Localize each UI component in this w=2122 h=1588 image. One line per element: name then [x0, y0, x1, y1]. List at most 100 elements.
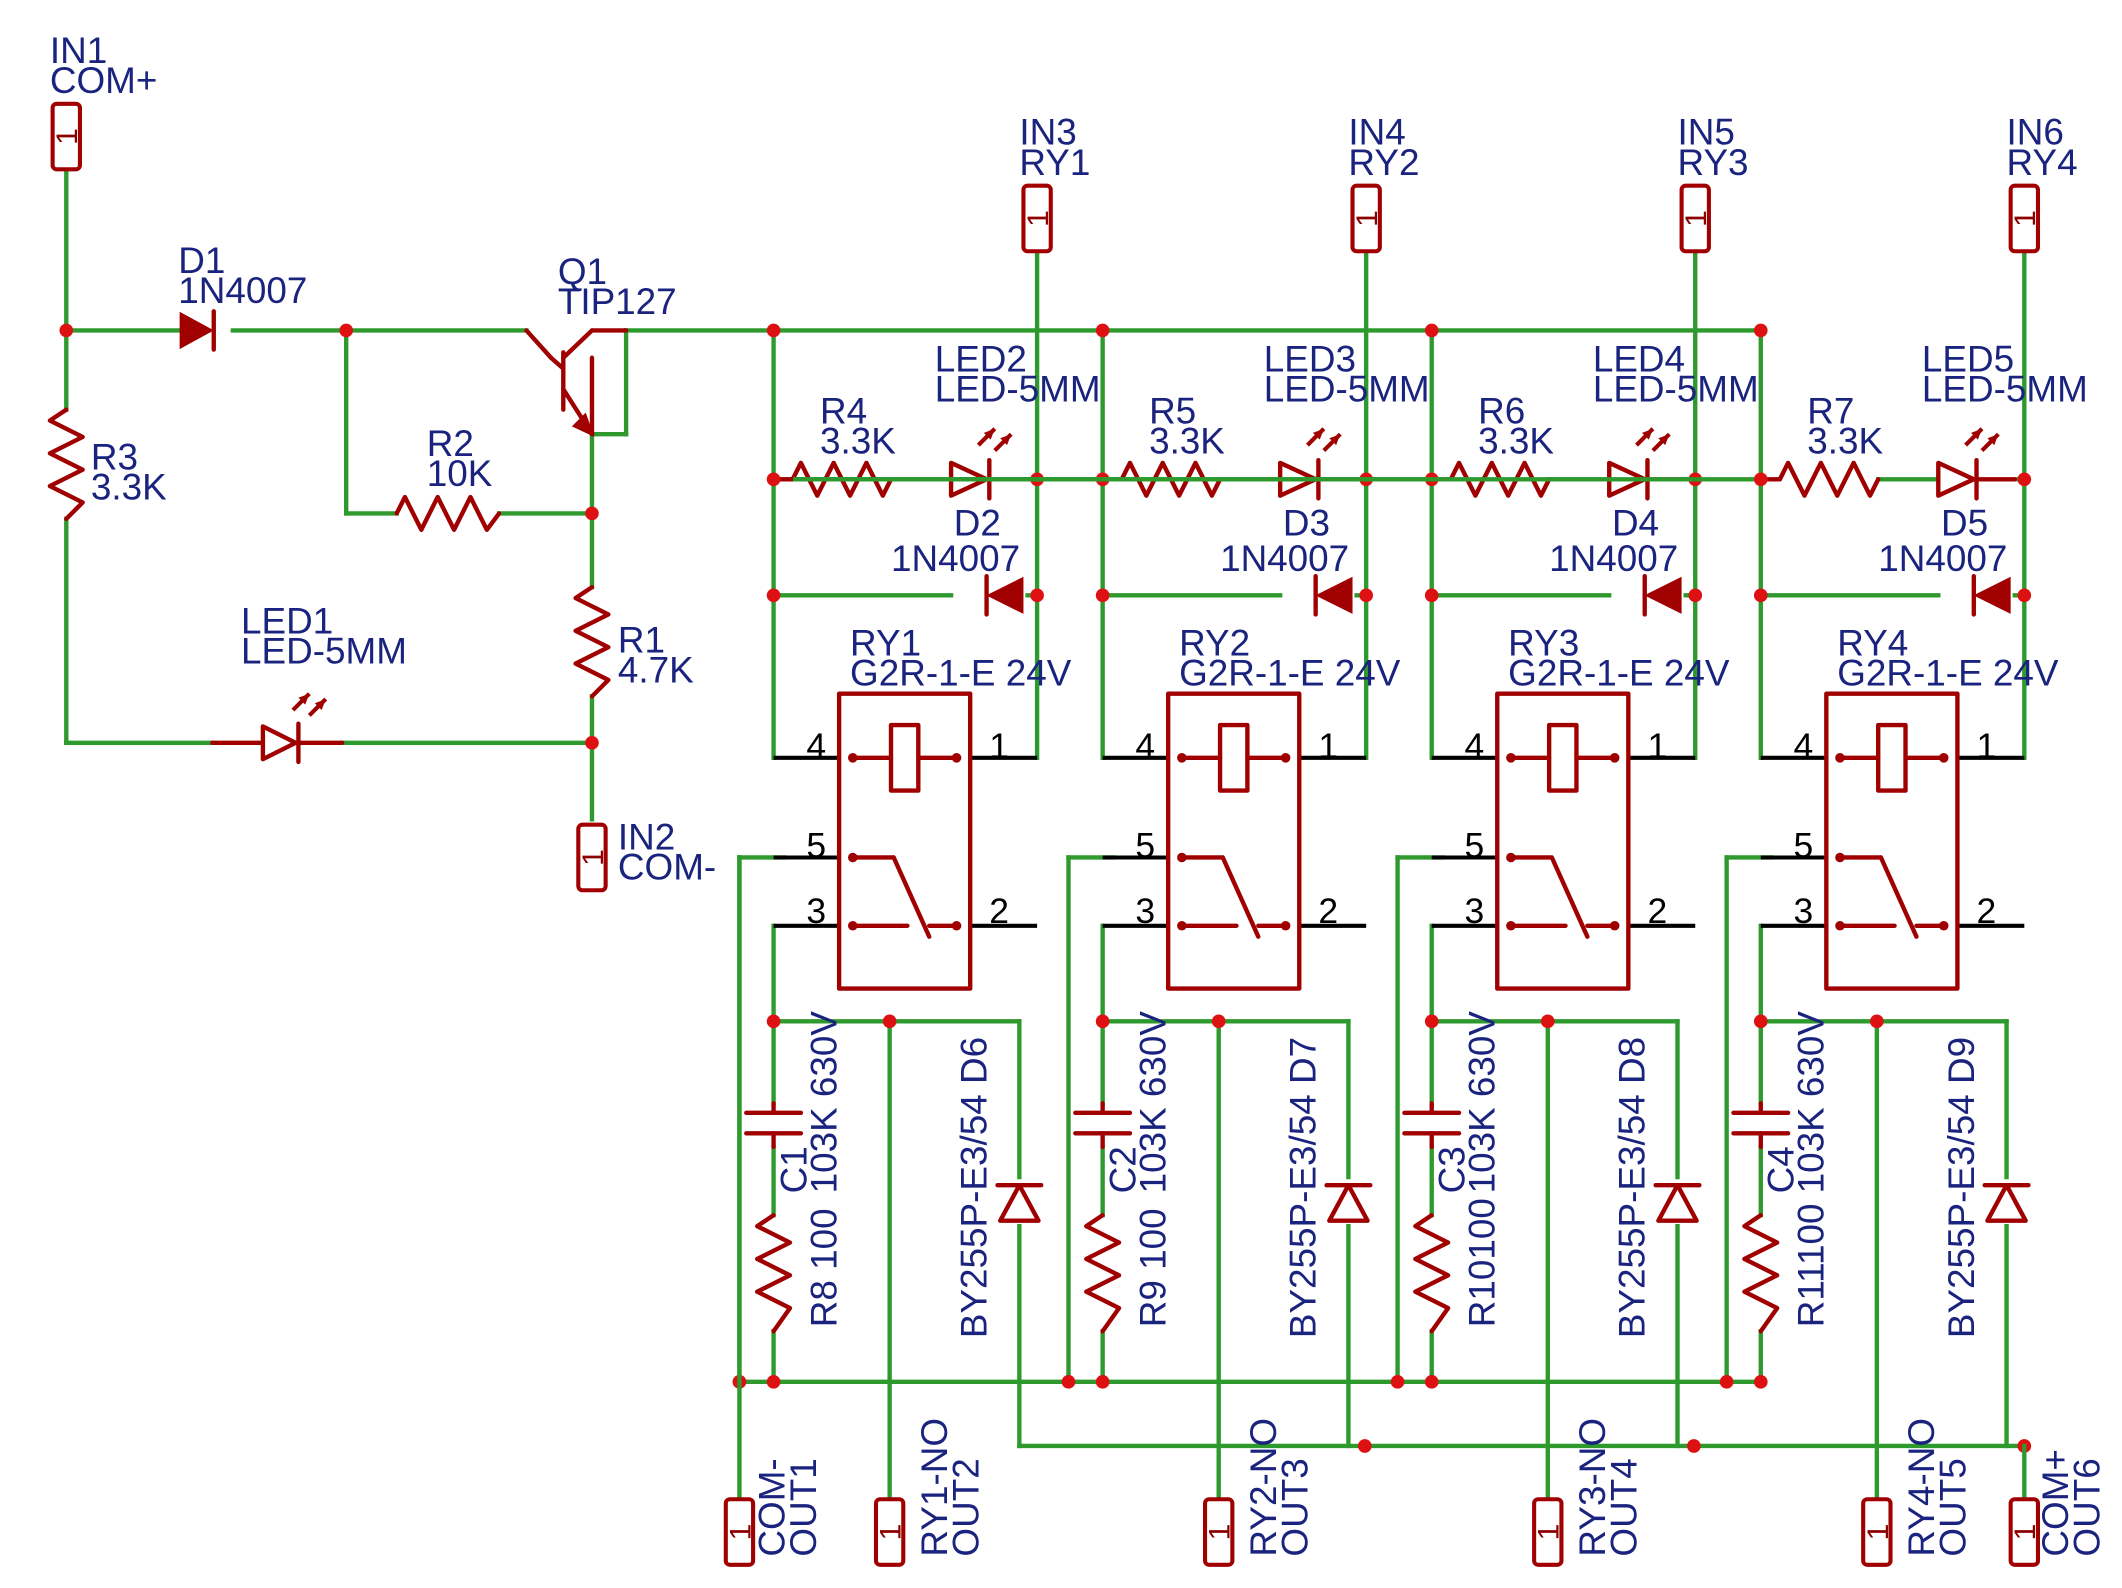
led-value: LED-5MM	[1922, 368, 2088, 409]
tvs-label: BY255P-E3/54 D8	[1612, 1037, 1653, 1338]
snubber-resistor-label: R8 100	[803, 1208, 844, 1327]
diode-value: 1N4007	[1549, 538, 1678, 579]
tvs-label: BY255P-E3/54 D9	[1941, 1037, 1982, 1338]
connector-in1-pin: 1	[51, 128, 84, 145]
resistor-name: R4	[820, 390, 867, 431]
connector-out6[interactable]: 1 COM+ OUT6	[2009, 1443, 2107, 1565]
connector-in2[interactable]: 1 IN2 COM-	[577, 816, 716, 890]
connector-out2[interactable]: 1 RY1-NO OUT2	[875, 1418, 987, 1565]
connector-in1[interactable]: 1 IN1 COM+	[50, 30, 158, 170]
connector-out5[interactable]: 1 RY4-NO OUT5	[1862, 1418, 1974, 1565]
relay-pin-3: 3	[1464, 891, 1484, 931]
connector-in4[interactable]: 1 IN4 RY2	[1348, 112, 1419, 252]
connector-out3-name: OUT3	[1274, 1458, 1315, 1556]
diode-tvs[interactable]: BY255P-E3/54 D7	[1283, 1037, 1373, 1338]
connector-in6[interactable]: 1 IN6 RY4	[2007, 112, 2078, 252]
resistor-r2-name: R2	[427, 423, 474, 464]
resistor-r3[interactable]: R3 3.3K	[47, 407, 167, 522]
diode-name: D3	[1283, 502, 1330, 543]
connector-in2-value: COM-	[618, 846, 716, 887]
led-led1[interactable]: LED1 LED-5MM	[210, 601, 407, 765]
connector-in2-name: IN2	[618, 816, 675, 857]
connector-out5-name: OUT5	[1933, 1458, 1974, 1556]
resistor-value: 3.3K	[820, 420, 896, 461]
relay-name: RY1	[850, 622, 921, 663]
resistor-r1[interactable]: R1 4.7K	[573, 584, 695, 699]
connector-out6-value: COM+	[2035, 1449, 2076, 1557]
capacitor-value: 103K 630V	[1132, 1011, 1173, 1194]
diode-d1[interactable]: D1 1N4007	[178, 240, 307, 352]
connector-in5-value: RY3	[1677, 142, 1748, 183]
relay-pin-2: 2	[1977, 891, 1997, 931]
connector-in5[interactable]: 1 IN5 RY3	[1677, 112, 1749, 252]
connector-in3-value: RY1	[1019, 142, 1090, 183]
resistor-indicator[interactable]: R43.3K	[771, 390, 897, 498]
connector-out1-name: OUT1	[783, 1458, 824, 1556]
connector-in6-name: IN6	[2007, 112, 2064, 153]
diode-tvs[interactable]: BY255P-E3/54 D8	[1612, 1037, 1702, 1338]
connector-out3-value: RY2-NO	[1243, 1418, 1284, 1557]
relay-pin-4: 4	[806, 726, 826, 766]
led-name: LED4	[1593, 338, 1685, 379]
resistor-snubber[interactable]: R9 100	[1084, 1208, 1173, 1334]
connector-out3[interactable]: 1 RY2-NO OUT3	[1204, 1418, 1316, 1565]
transistor-q1-name: Q1	[558, 251, 607, 292]
resistor-snubber[interactable]: R11100	[1742, 1204, 1832, 1334]
resistor-indicator[interactable]: R73.3K	[1758, 390, 1884, 498]
relay-pin-2: 2	[989, 891, 1009, 931]
led-name: LED2	[935, 338, 1027, 379]
connector-in3[interactable]: 1 IN3 RY1	[1019, 112, 1090, 252]
channel-junctions	[732, 323, 1044, 1389]
resistor-r2[interactable]: R2 10K	[394, 423, 502, 532]
connector-out4-name: OUT4	[1604, 1458, 1645, 1556]
connector-in4-pin: 1	[1351, 210, 1384, 227]
resistor-r1-value: 4.7K	[618, 650, 694, 691]
resistor-snubber[interactable]: R10100	[1413, 1198, 1503, 1334]
connector-in3-name: IN3	[1019, 112, 1076, 153]
diode-tvs[interactable]: BY255P-E3/54 D9	[1941, 1037, 2031, 1338]
tvs-label: BY255P-E3/54 D6	[954, 1037, 995, 1338]
relay-pin-5: 5	[1794, 825, 1814, 865]
relay-leads	[773, 755, 1038, 928]
diode-d1-value: 1N4007	[178, 270, 307, 311]
relay-pin-5: 5	[1135, 825, 1155, 865]
connector-out1[interactable]: 1 COM- OUT1	[724, 855, 824, 1564]
connector-out4[interactable]: 1 RY3-NO OUT4	[1533, 1418, 1645, 1565]
snubber-resistor-label: R11100	[1791, 1204, 1832, 1328]
control-section: 1 IN1 COM+ D1 1N4007 Q1 TIP127 R2	[47, 30, 1762, 890]
resistor-name: R5	[1149, 390, 1196, 431]
led-name: LED5	[1922, 338, 2014, 379]
connector-out5-pin: 1	[1862, 1524, 1895, 1541]
connector-in1-name: IN1	[50, 30, 107, 71]
connector-out2-value: RY1-NO	[914, 1418, 955, 1557]
relay-pin-2: 2	[1318, 891, 1338, 931]
connector-out3-pin: 1	[1204, 1524, 1237, 1541]
resistor-snubber[interactable]: R8 100	[755, 1208, 844, 1334]
led-name: LED3	[1264, 338, 1356, 379]
capacitor-name: C1	[773, 1146, 814, 1193]
resistor-r1-name: R1	[618, 620, 665, 661]
connector-out1-value: COM-	[751, 1458, 792, 1556]
connector-out4-value: RY3-NO	[1572, 1418, 1613, 1557]
transistor-q1[interactable]: Q1 TIP127	[524, 251, 677, 437]
resistor-name: R7	[1807, 390, 1854, 431]
diode-tvs[interactable]: BY255P-E3/54 D6	[954, 1037, 1044, 1338]
led-value: LED-5MM	[1593, 368, 1759, 409]
